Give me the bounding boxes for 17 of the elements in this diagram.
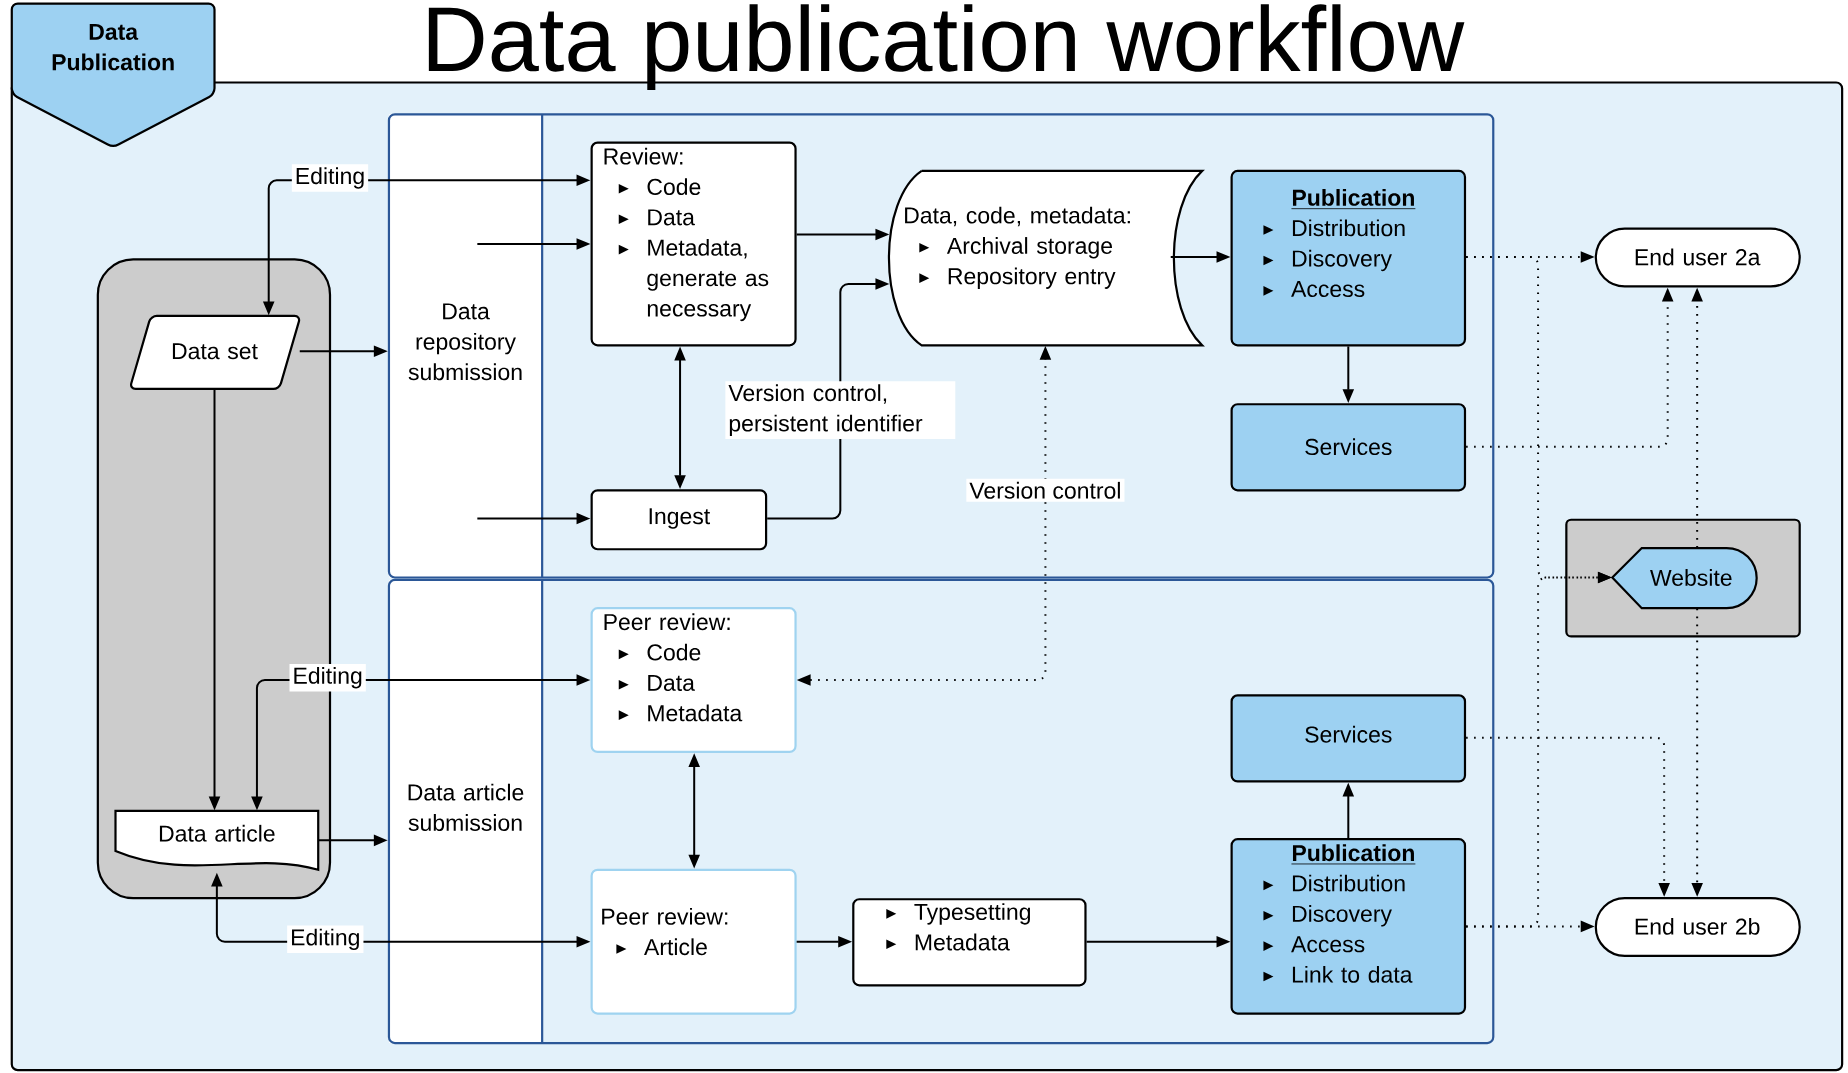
edge-label: Editing: [287, 925, 364, 954]
process-box: Review: Code Data Metadata, generate as necessary: [590, 141, 797, 347]
section-tag: Data Publication: [10, 2, 216, 148]
process-box: Publication Distribution Discovery Access: [1230, 170, 1467, 347]
process-box: Publication Distribution Discovery Access Link to data: [1230, 838, 1467, 1015]
process-box: Services: [1230, 694, 1467, 783]
storage-shape: Data, code, metadata: Archival storage Repository entry: [887, 170, 1204, 347]
edge-label: Version control: [966, 479, 1125, 502]
process-box: Peer review: Code Data Metadata: [590, 607, 797, 754]
process-box: Typesetting Metadata: [852, 898, 1087, 987]
edge-label: Editing: [291, 164, 369, 192]
process-box: Services: [1230, 403, 1467, 492]
edge-label: Version control, persistent identifier: [725, 381, 956, 440]
process-box: Ingest: [590, 489, 768, 551]
edge-label: Editing: [289, 664, 366, 692]
title: Data publication workflow: [428, 4, 1465, 91]
process-box: Peer review: Article: [590, 868, 797, 1015]
